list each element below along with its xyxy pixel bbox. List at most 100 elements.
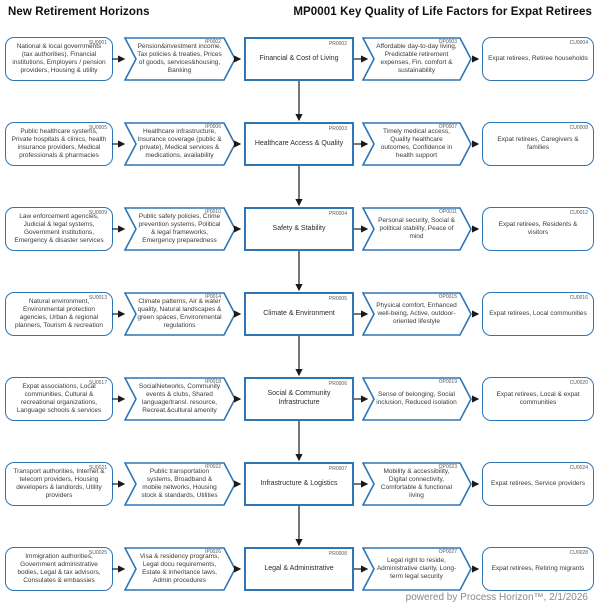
customer-box: CU0008 Expat retirees, Caregivers & fami… — [482, 122, 594, 166]
process-text: Financial & Cost of Living — [259, 54, 339, 62]
row-infrastructure: SU0021 Transport authorities, Internet &… — [0, 462, 600, 506]
box-id-label: PR0008 — [328, 551, 347, 557]
box-id-label: OP0011 — [439, 209, 457, 215]
output-text: Affordable day-to-day living, Predictabl… — [376, 43, 457, 74]
supplier-box: SU0013 Natural environment, Environmenta… — [5, 292, 113, 336]
output-chevron: OP0015 Physical comfort, Enhanced well-b… — [362, 292, 472, 336]
supplier-box: SU0021 Transport authorities, Internet &… — [5, 462, 113, 506]
chevron-shape — [362, 37, 472, 81]
box-id-label: OP0007 — [438, 124, 457, 130]
chevron-shape — [124, 122, 236, 166]
main-process-title: MP0001 Key Quality of Life Factors for E… — [293, 6, 592, 18]
input-chevron: IP0022 Public transportation systems, Br… — [124, 462, 236, 506]
supplier-text: Public healthcare systems, Private hospi… — [11, 128, 107, 159]
box-id-label: IP0022 — [205, 464, 221, 470]
supplier-text: National & local governments (tax author… — [12, 43, 106, 74]
output-chevron: OP0019 Sense of belonging, Social inclus… — [362, 377, 472, 421]
output-chevron: OP0003 Affordable day-to-day living, Pre… — [362, 37, 472, 81]
output-text: Mobility & accessibility, Digital connec… — [380, 468, 453, 499]
chevron-shape — [362, 547, 472, 591]
input-chevron: IP0014 Climate patterns, Air & water qua… — [124, 292, 236, 336]
box-id-label: PR0006 — [328, 381, 347, 387]
row-social: SU0017 Expat associations, Local communi… — [0, 377, 600, 421]
output-text: Sense of belonging, Social inclusion, Re… — [376, 391, 457, 406]
box-id-label: IP0026 — [205, 549, 221, 555]
process-text: Healthcare Access & Quality — [254, 139, 344, 147]
input-text: Climate patterns, Air & water quality, N… — [137, 298, 222, 329]
box-id-label: SU0013 — [88, 295, 107, 301]
box-id-label: CU0028 — [569, 550, 588, 556]
customer-box: CU0020 Expat retirees, Local & expat com… — [482, 377, 594, 421]
box-id-label: CU0012 — [569, 210, 588, 216]
row-climate: SU0013 Natural environment, Environmenta… — [0, 292, 600, 336]
row-financial: SU0001 National & local governments (tax… — [0, 37, 600, 81]
box-id-label: SU0021 — [88, 465, 107, 471]
box-id-label: SU0025 — [88, 550, 107, 556]
box-id-label: PR0007 — [328, 466, 347, 472]
customer-box: CU0012 Expat retirees, Residents & visit… — [482, 207, 594, 251]
box-id-label: CU0024 — [569, 465, 588, 471]
customer-box: CU0004 Expat retirees, Retiree household… — [482, 37, 594, 81]
supplier-text: Law enforcement agencies, Judicial & leg… — [14, 213, 104, 244]
supplier-box: SU0009 Law enforcement agencies, Judicia… — [5, 207, 113, 251]
box-id-label: SU0001 — [88, 40, 107, 46]
output-chevron: OP0011 Personal security, Social & polit… — [362, 207, 472, 251]
process-text: Infrastructure & Logistics — [260, 479, 338, 487]
process-text: Climate & Environment — [263, 309, 335, 317]
chevron-shape — [124, 462, 236, 506]
box-id-label: IP0002 — [205, 39, 221, 45]
row-safety: SU0009 Law enforcement agencies, Judicia… — [0, 207, 600, 251]
process-box: PR0006 Social & Community Infrastructure — [244, 377, 354, 421]
process-box: PR0005 Climate & Environment — [244, 292, 354, 336]
customer-text: Expat retirees, Residents & visitors — [498, 221, 578, 236]
customer-text: Expat retirees, Retiring migrants — [491, 565, 585, 573]
box-id-label: IP0010 — [205, 209, 221, 215]
customer-box: CU0028 Expat retirees, Retiring migrants — [482, 547, 594, 591]
box-id-label: OP0023 — [438, 464, 457, 470]
chevron-shape — [362, 207, 472, 251]
box-id-label: PR0003 — [328, 126, 347, 132]
customer-text: Expat retirees, Local communities — [489, 310, 587, 318]
chevron-shape — [124, 37, 236, 81]
box-id-label: PR0002 — [328, 41, 347, 47]
chevron-shape — [362, 462, 472, 506]
input-text: Healthcare infrastructure, Insurance cov… — [137, 128, 222, 159]
output-text: Timely medical access, Quality healthcar… — [380, 128, 453, 159]
chevron-shape — [362, 292, 472, 336]
input-chevron: IP0010 Public safety policies, Crime pre… — [124, 207, 236, 251]
input-text: SocialNetworks, Community events & clubs… — [138, 383, 221, 414]
supplier-box: SU0005 Public healthcare systems, Privat… — [5, 122, 113, 166]
input-text: Public transportation systems, Broadband… — [141, 468, 218, 499]
chevron-shape — [124, 207, 236, 251]
box-id-label: CU0016 — [569, 295, 588, 301]
input-chevron: IP0006 Healthcare infrastructure, Insura… — [124, 122, 236, 166]
box-id-label: CU0008 — [569, 125, 588, 131]
output-text: Legal right to reside, Administrative cl… — [376, 557, 457, 580]
customer-text: Expat retirees, Retiree households — [488, 55, 588, 63]
chevron-shape — [124, 377, 236, 421]
chevron-shape — [124, 547, 236, 591]
input-chevron: IP0018 SocialNetworks, Community events … — [124, 377, 236, 421]
box-id-label: OP0003 — [438, 39, 457, 45]
supplier-text: Natural environment, Environmental prote… — [14, 298, 104, 329]
process-box: PR0008 Legal & Administrative — [244, 547, 354, 591]
supplier-text: Transport authorities, Internet & teleco… — [13, 468, 105, 499]
process-box: PR0007 Infrastructure & Logistics — [244, 462, 354, 506]
supplier-box: SU0025 Immigration authorities, Governme… — [5, 547, 113, 591]
box-id-label: OP0027 — [438, 549, 457, 555]
customer-text: Expat retirees, Local & expat communitie… — [496, 391, 580, 406]
row-legal: SU0025 Immigration authorities, Governme… — [0, 547, 600, 591]
box-id-label: IP0014 — [205, 294, 221, 300]
customer-box: CU0024 Expat retirees, Service providers — [482, 462, 594, 506]
process-text: Social & Community Infrastructure — [267, 390, 331, 406]
row-healthcare: SU0005 Public healthcare systems, Privat… — [0, 122, 600, 166]
supplier-text: Immigration authorities, Government admi… — [17, 553, 101, 584]
box-id-label: CU0020 — [569, 380, 588, 386]
box-id-label: OP0019 — [438, 379, 457, 385]
box-id-label: CU0004 — [569, 40, 588, 46]
process-text: Safety & Stability — [272, 224, 326, 232]
box-id-label: IP0018 — [205, 379, 221, 385]
input-text: Public safety policies, Crime prevention… — [138, 213, 221, 244]
box-id-label: PR0005 — [328, 296, 347, 302]
